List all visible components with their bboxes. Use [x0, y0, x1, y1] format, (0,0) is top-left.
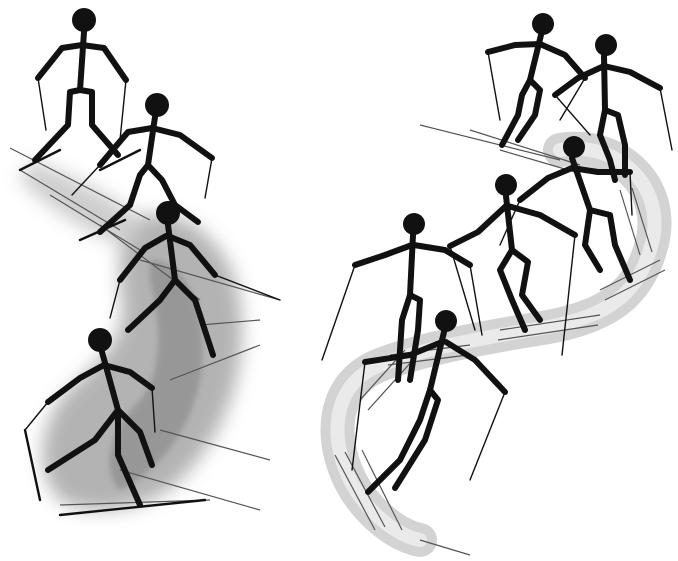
skier-right-1 [488, 13, 585, 145]
right-panel [322, 13, 672, 555]
skier-head [72, 8, 96, 32]
right-trail [338, 149, 655, 540]
left-panel [10, 8, 280, 515]
skier-left-1 [20, 8, 140, 170]
